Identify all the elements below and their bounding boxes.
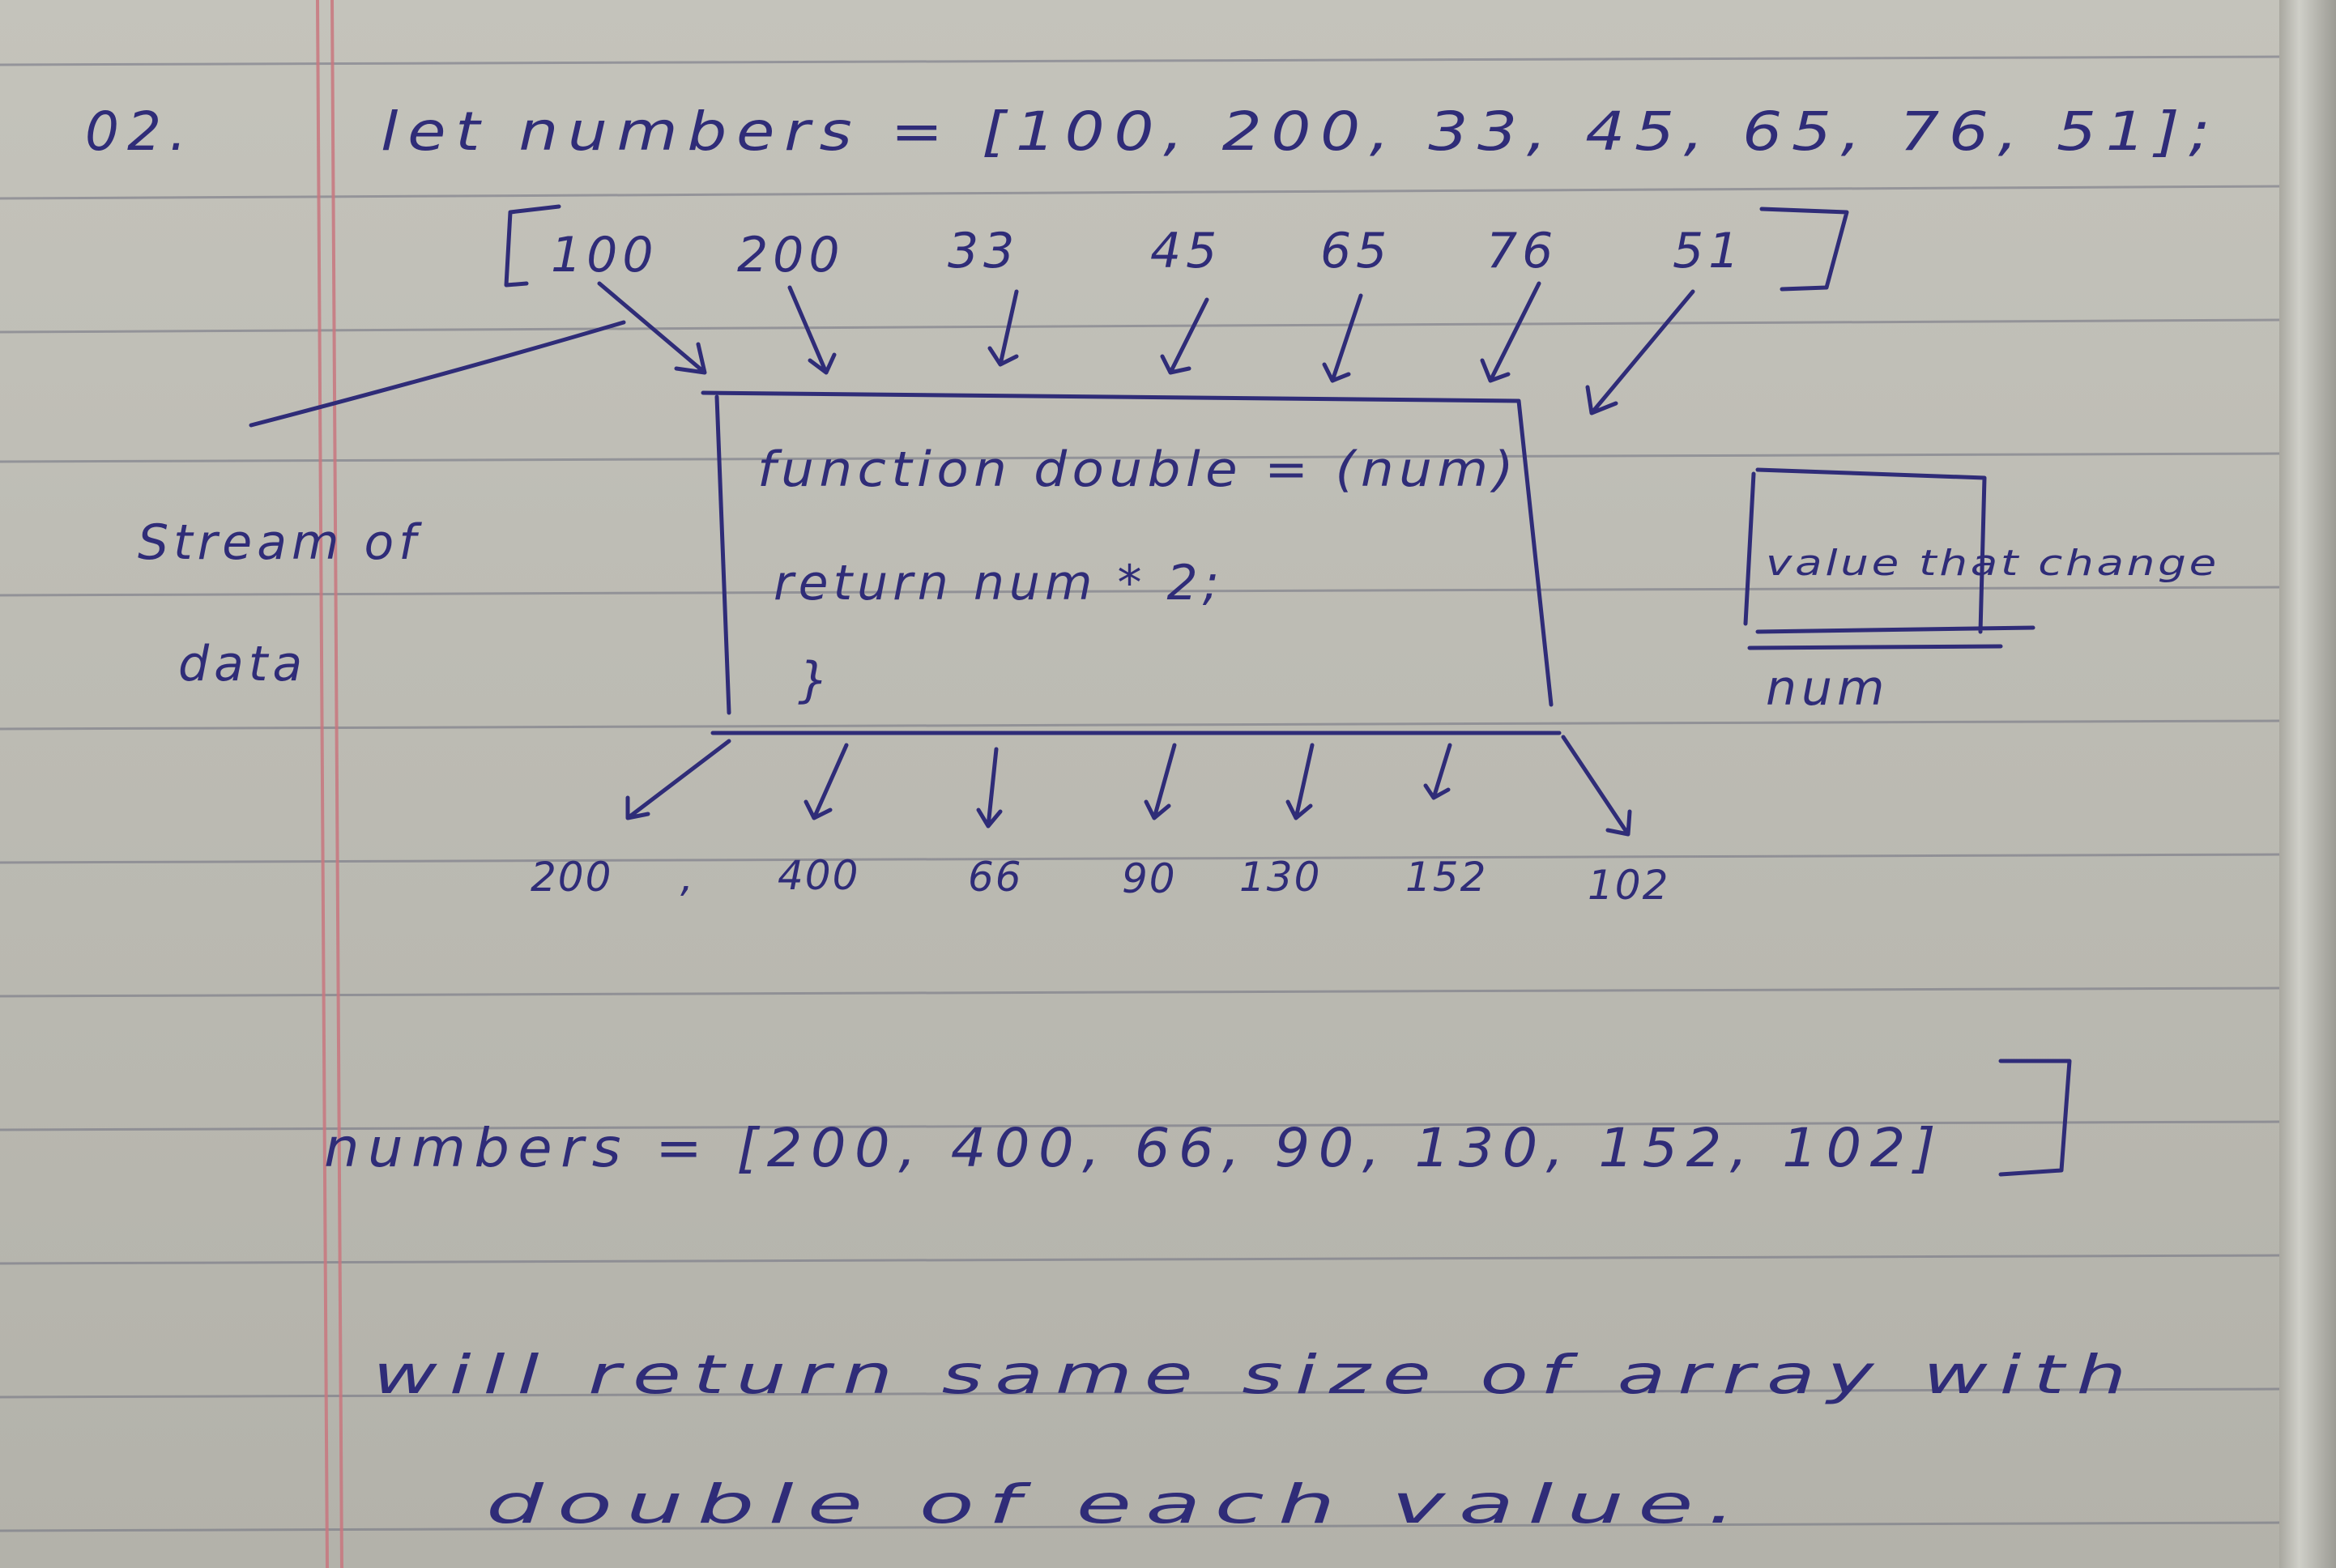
stream-label-line2: data	[178, 636, 307, 692]
summary-line-2: double of each value.	[486, 1473, 1750, 1536]
output-arrows	[625, 735, 1632, 837]
output-value-1: 400	[778, 852, 859, 899]
ruled-lines	[0, 55, 2280, 1532]
note-number: 02.	[85, 100, 194, 163]
output-values: 200 , 400 66 90 130 152 102	[531, 852, 1669, 909]
result-array-line: numbers = [200, 400, 66, 90, 130, 152, 1…	[324, 1117, 1944, 1179]
output-value-5: 152	[1405, 854, 1487, 901]
input-value-1: 200	[737, 227, 845, 283]
input-value-4: 65	[1320, 223, 1392, 279]
value-box-underline	[1747, 644, 2003, 650]
value-box-label: num	[1766, 660, 1890, 717]
output-value-0: 200	[531, 854, 612, 901]
stream-pointer-line	[249, 320, 626, 428]
input-value-3: 45	[1150, 223, 1221, 279]
output-value-3: 90	[1122, 855, 1177, 902]
stream-label-line1: Stream of	[138, 514, 422, 571]
input-open-bracket	[504, 204, 561, 288]
output-value-2: 66	[968, 854, 1023, 901]
result-close-bracket	[1998, 1059, 2072, 1177]
function-return-line: return num * 2;	[774, 555, 1224, 611]
summary-line-1: will return same size of array with	[373, 1344, 2138, 1406]
function-box: function double = (num) return num * 2; …	[701, 390, 1562, 735]
output-value-4: 130	[1239, 854, 1321, 901]
input-value-0: 100	[551, 227, 659, 283]
function-signature: function double = (num)	[757, 441, 1519, 498]
page-edge-shadow	[2279, 0, 2336, 1568]
output-separator: ,	[680, 854, 695, 901]
code-declaration: let numbers = [100, 200, 33, 45, 65, 76,…	[381, 100, 2219, 163]
input-value-2: 33	[948, 223, 1019, 279]
input-close-bracket	[1759, 207, 1849, 292]
input-value-6: 51	[1673, 223, 1744, 279]
value-box-text: value that change	[1766, 543, 2219, 584]
output-value-6: 102	[1588, 862, 1669, 909]
function-box-top-right-border	[701, 390, 1554, 707]
margin-lines	[316, 0, 343, 1568]
function-closing-brace: }	[798, 652, 833, 709]
function-box-left-border	[714, 394, 731, 715]
value-box-border	[1743, 467, 2035, 634]
value-box: value that change num	[1743, 467, 2219, 717]
input-arrows	[597, 281, 1695, 415]
input-array: 100 200 33 45 65 76 51	[504, 204, 1849, 292]
input-value-5: 76	[1486, 223, 1558, 279]
